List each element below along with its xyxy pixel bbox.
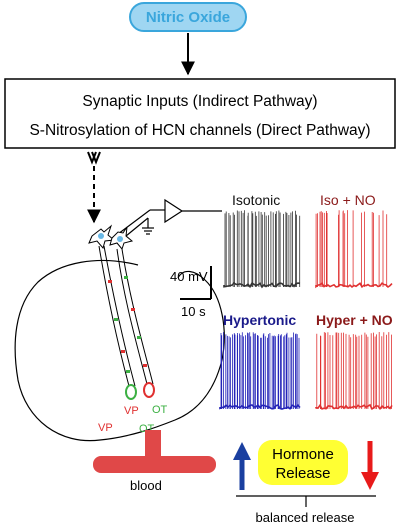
vp-label-outer: VP (98, 422, 113, 434)
trace-iso-no (315, 210, 393, 289)
hormone-line-2: Release (275, 465, 330, 482)
mechanism-line-2: S-Nitrosylation of HCN channels (Direct … (29, 122, 370, 139)
trace-hypertonic (219, 332, 301, 410)
trace-isotonic (223, 210, 301, 289)
mechanism-line-1: Synaptic Inputs (Indirect Pathway) (82, 93, 317, 110)
scale-time-label: 10 s (181, 304, 206, 319)
balanced-release-label: balanced release (255, 510, 354, 525)
trace-hyper-no (315, 332, 393, 411)
blood-label: blood (130, 478, 162, 493)
hyper-no-label: Hyper + NO (316, 312, 393, 328)
axon-varicosities (108, 276, 147, 373)
brain-outline (14, 259, 225, 442)
balance-bar (236, 495, 376, 507)
vp-label-inner: VP (124, 405, 139, 417)
dashed-arrow (87, 151, 101, 224)
nitric-oxide-label: Nitric Oxide (146, 9, 230, 26)
vp-terminal (125, 384, 137, 400)
axon-right (116, 248, 154, 385)
scale-voltage-label: 40 mV (170, 269, 208, 284)
blood-vessel (93, 456, 216, 473)
down-arrow-icon (361, 441, 379, 490)
ot-label-inner: OT (152, 404, 168, 416)
hypertonic-label: Hypertonic (223, 312, 296, 328)
recording-electrode (117, 209, 165, 237)
hormone-release-box (258, 440, 348, 485)
neuron-soma-right (109, 226, 134, 251)
ot-terminal (143, 382, 155, 398)
up-arrow-icon (233, 442, 251, 490)
amplifier-icon (164, 198, 184, 224)
hormone-line-1: Hormone (272, 446, 334, 463)
isotonic-label: Isotonic (232, 192, 280, 208)
mechanism-box (4, 78, 396, 149)
blood-vessel-stem (145, 430, 161, 460)
nitric-oxide-node (129, 2, 247, 32)
iso-no-label: Iso + NO (320, 192, 376, 208)
axon-left (98, 245, 136, 387)
